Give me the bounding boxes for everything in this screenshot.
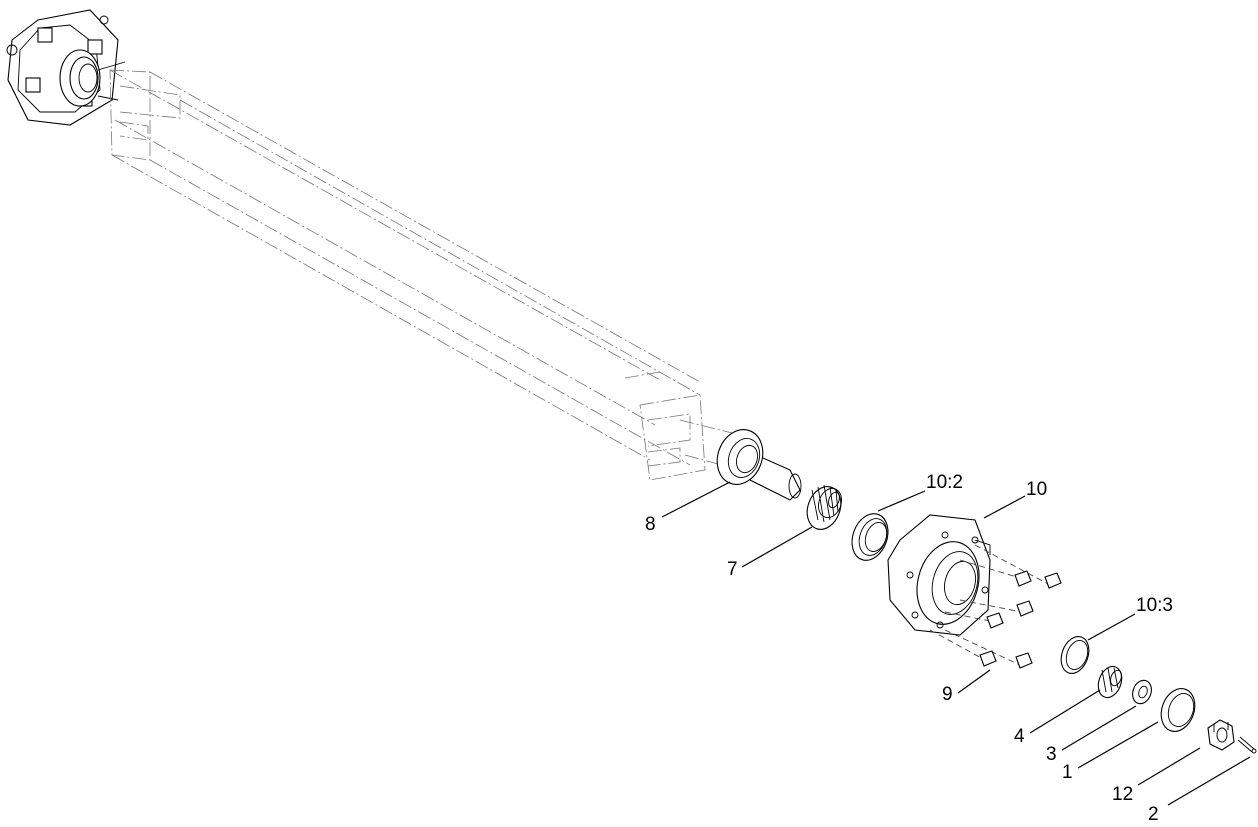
castle-nut-part-12 (1207, 719, 1235, 751)
outer-bearing-part-4 (1097, 665, 1123, 699)
callout-labels: 8 7 10:2 10 10:3 9 4 3 1 12 2 (645, 472, 1173, 825)
leader-lines (661, 481, 1251, 806)
callout-7: 7 (727, 559, 738, 580)
axle-tube-outline (109, 69, 706, 481)
callout-1: 1 (1062, 762, 1073, 783)
washer-part-3 (1132, 679, 1152, 705)
callout-2: 2 (1148, 804, 1159, 825)
outer-bearing-cup-part-10-3 (1060, 636, 1090, 674)
studs-part-9 (929, 544, 1062, 669)
callout-9: 9 (942, 684, 953, 705)
seal-part-8 (716, 429, 764, 485)
callout-10: 10 (1026, 479, 1047, 500)
callout-3: 3 (1046, 744, 1057, 765)
callout-4: 4 (1014, 726, 1025, 747)
callout-12: 12 (1112, 784, 1133, 805)
inner-bearing-part-7 (806, 484, 842, 530)
callout-8: 8 (645, 514, 656, 535)
dust-cap-part-1 (1160, 688, 1196, 732)
cotter-pin-part-2 (1237, 736, 1257, 754)
inner-bearing-cup-part-10-2 (851, 513, 889, 561)
callout-10-3: 10:3 (1136, 595, 1173, 616)
far-hub-assembly (6, 9, 126, 126)
callout-10-2: 10:2 (926, 472, 963, 493)
hub-part-10 (887, 514, 991, 636)
